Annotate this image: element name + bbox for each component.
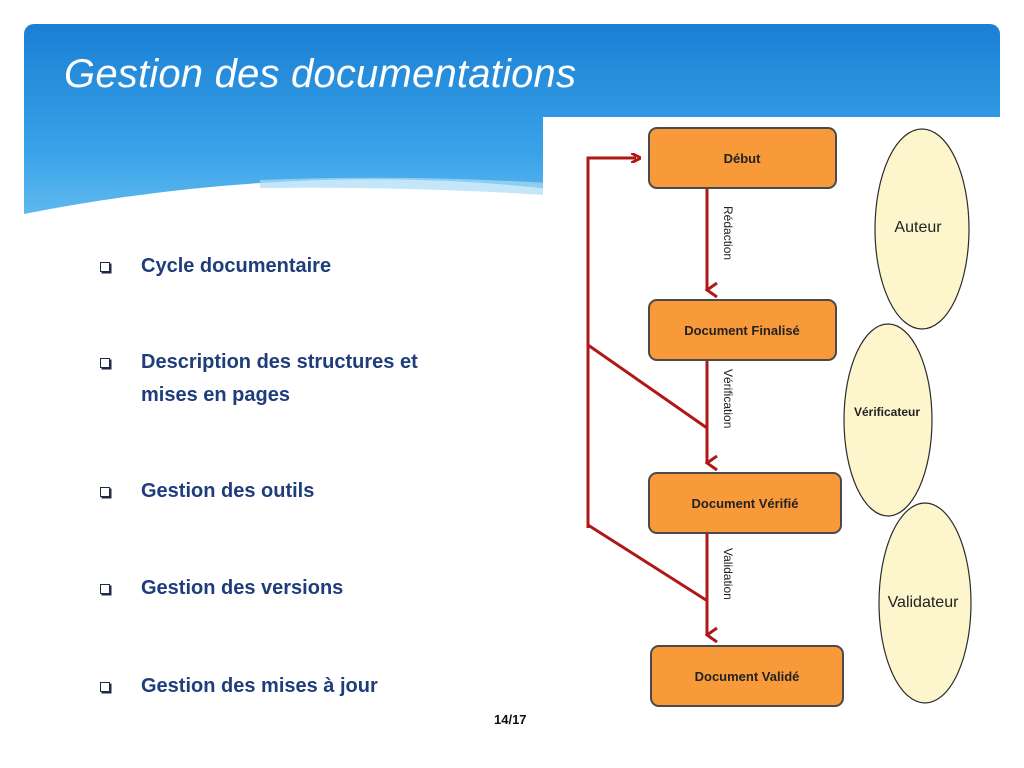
step-box-document-finalise [648, 299, 837, 361]
bullet-text: Description des structures et mises en p… [141, 351, 418, 406]
step-box-document-valide [650, 645, 844, 707]
step-box-document-verifie [648, 472, 842, 534]
page-title: Gestion des documentations [64, 52, 577, 96]
bullet-text: Gestion des versions [141, 577, 344, 599]
transition-label: Vérification [721, 369, 735, 428]
role-ellipse-validateur [878, 502, 972, 704]
step-box-debut [648, 127, 837, 189]
page-number: 14/17 [494, 712, 527, 727]
checkbox-square-icon [100, 262, 110, 272]
transition-label: Validation [721, 548, 735, 600]
transition-label: Rédaction [721, 206, 735, 260]
role-label: Validateur [888, 594, 960, 611]
checkbox-square-icon [100, 682, 110, 692]
checkbox-square-icon [100, 584, 110, 594]
step-label: Document Vérifié [692, 496, 799, 511]
loop-branch-validation [587, 523, 707, 602]
step-label: Début [724, 151, 762, 166]
step-label: Document Validé [695, 669, 800, 684]
bullet-text: Gestion des outils [141, 480, 315, 502]
role-label: Auteur [894, 219, 942, 236]
role-ellipse-verificateur [843, 323, 933, 517]
checkbox-square-icon [100, 487, 110, 497]
bullet-text: Cycle documentaire [141, 255, 332, 277]
bullet-text: Gestion des mises à jour [141, 675, 378, 697]
role-label: Vérificateur [854, 405, 920, 419]
loop-branch-verification [587, 343, 708, 430]
checkbox-square-icon [100, 358, 110, 368]
loop-arrow [586, 158, 636, 528]
role-ellipse-auteur [874, 128, 970, 330]
step-label: Document Finalisé [684, 323, 800, 338]
